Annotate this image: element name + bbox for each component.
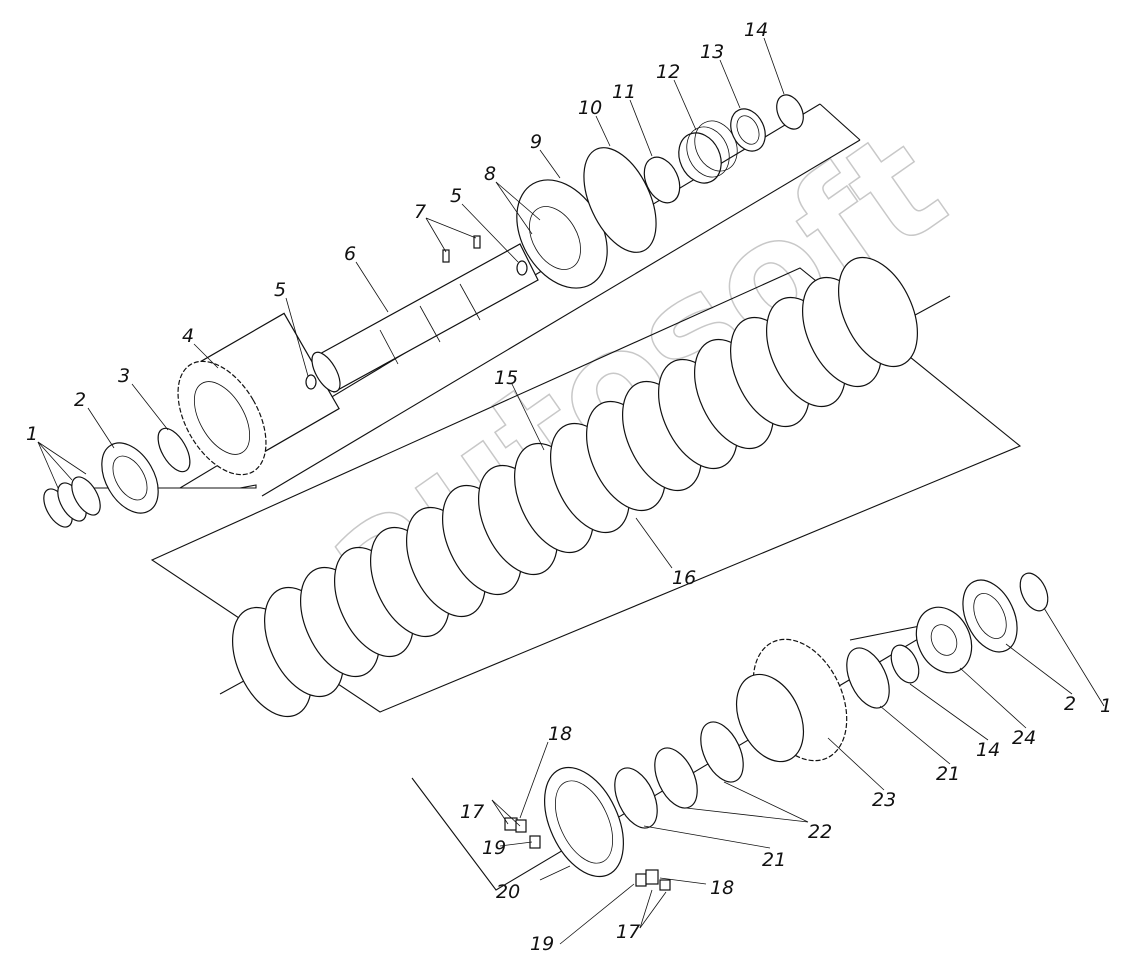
part-21-thrust-ring-upper (846, 647, 890, 709)
callout-14-upper: 14 (744, 19, 768, 41)
part-22-needle-bearings (654, 721, 744, 809)
callout-17-lower: 17 (616, 921, 640, 943)
part-5-plug-left (305, 374, 317, 390)
clutch-plates (232, 256, 918, 718)
callout-22: 22 (808, 821, 832, 843)
callout-18-lower: 18 (710, 877, 734, 899)
callout-17-upper: 17 (460, 801, 484, 823)
callout-1-upper: 1 (26, 423, 38, 445)
part-12-spring (678, 120, 738, 184)
part-3-snap-ring (157, 427, 191, 473)
part-17-18-19-clips-lower (635, 869, 671, 891)
callout-8: 8 (484, 163, 496, 185)
part-14-snap-ring-upper (776, 94, 804, 130)
callout-3: 3 (118, 365, 130, 387)
part-2-bearing (101, 442, 159, 514)
part-1-snap-ring-lower (1019, 572, 1049, 612)
callout-4: 4 (182, 325, 194, 347)
callout-23: 23 (872, 789, 896, 811)
callout-labels: 1 2 3 4 5 6 7 5 8 9 10 11 12 13 14 15 16… (26, 19, 1112, 955)
callout-18-upper: 18 (548, 723, 572, 745)
part-14-snap-ring-lower (890, 644, 920, 684)
callout-10: 10 (578, 97, 602, 119)
part-24-washer (915, 606, 973, 674)
part-20-end-plate (544, 766, 624, 878)
callout-15: 15 (494, 367, 518, 389)
callout-7: 7 (414, 201, 426, 223)
callout-12: 12 (656, 61, 680, 83)
callout-5-left: 5 (274, 279, 286, 301)
callout-19-upper: 19 (482, 837, 506, 859)
part-4-gear-hub (177, 312, 340, 476)
callout-1-lower: 1 (1100, 695, 1112, 717)
callout-14-lower: 14 (976, 739, 1000, 761)
callout-24: 24 (1012, 727, 1036, 749)
callout-21-lower: 21 (762, 849, 786, 871)
part-11-ring (643, 156, 681, 204)
callout-2-lower: 2 (1064, 693, 1076, 715)
callout-16: 16 (672, 567, 696, 589)
part-1-seal-rings (43, 476, 101, 528)
callout-5-right: 5 (450, 185, 462, 207)
callout-11: 11 (612, 81, 636, 103)
part-6-shaft (311, 243, 539, 393)
part-7-pins (442, 235, 481, 263)
part-2-bearing-lower (962, 579, 1018, 653)
callout-20: 20 (496, 881, 520, 903)
callout-6: 6 (344, 243, 356, 265)
leader-lines (37, 37, 1105, 945)
part-13-retainer (730, 108, 766, 152)
part-5-plug-right (516, 260, 528, 276)
callout-19-lower: 19 (530, 933, 554, 955)
callout-13: 13 (700, 41, 724, 63)
callout-21-upper: 21 (936, 763, 960, 785)
callout-2-upper: 2 (74, 389, 86, 411)
part-23-gear (735, 638, 848, 763)
callout-9: 9 (530, 131, 542, 153)
